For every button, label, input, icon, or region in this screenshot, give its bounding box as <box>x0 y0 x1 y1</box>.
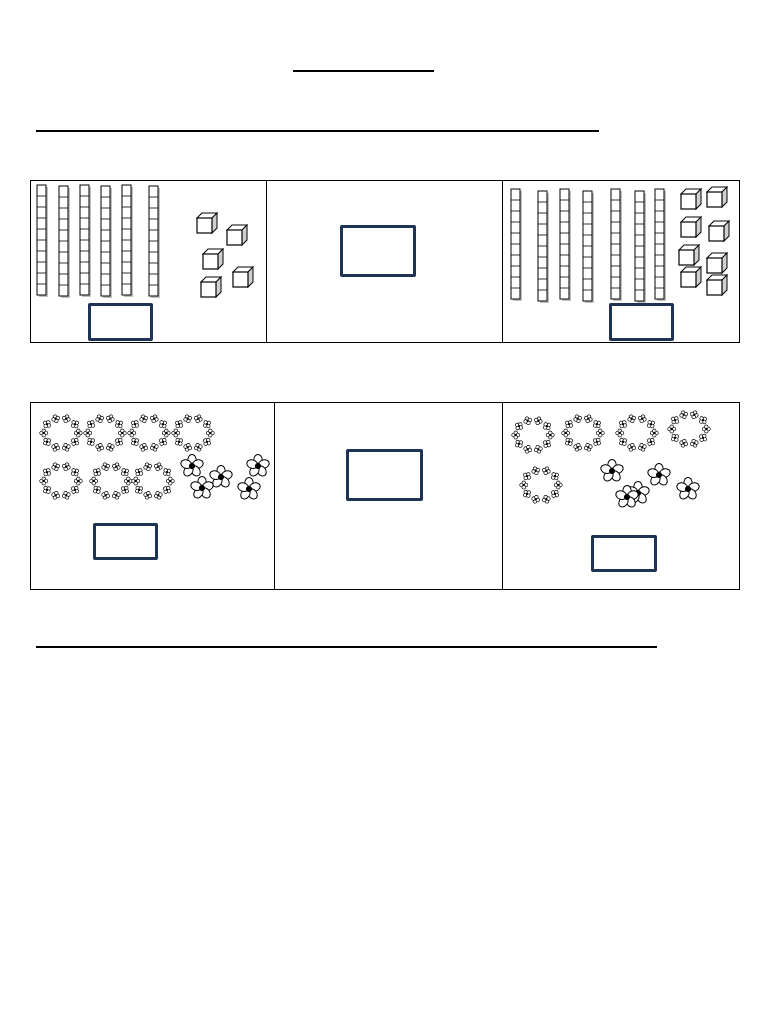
unit-cube-icon <box>679 265 702 289</box>
flower-ring-icon <box>127 414 171 452</box>
ten-rod-icon <box>537 190 549 303</box>
ten-rod-icon <box>510 188 522 301</box>
right-answer-box[interactable] <box>590 535 657 572</box>
flower-ring-icon <box>519 466 563 504</box>
comparison-row-blocks <box>30 180 740 343</box>
right-cell <box>501 403 739 589</box>
flower-ring-icon <box>83 414 127 452</box>
ten-rod-icon <box>610 188 622 301</box>
flower-ring-icon <box>171 414 215 452</box>
ten-rod-icon <box>148 185 160 298</box>
flower-ring-icon <box>561 414 605 452</box>
name-line <box>293 70 434 72</box>
flower-ring-icon <box>615 414 659 452</box>
flower-icon <box>180 453 204 477</box>
left-flowers-drawing <box>39 414 270 500</box>
instruction-line <box>36 130 599 132</box>
left-answer-box[interactable] <box>93 523 158 560</box>
ten-rod-icon <box>36 184 48 297</box>
unit-cube-icon <box>225 223 249 247</box>
unit-cube-icon <box>705 185 728 209</box>
comparison-row-flowers <box>30 402 740 590</box>
ten-rod-icon <box>654 188 666 301</box>
ten-rod-icon <box>634 190 646 303</box>
unit-cube-icon <box>707 219 730 243</box>
compare-answer-box[interactable] <box>340 225 417 277</box>
ten-rod-icon <box>58 185 70 298</box>
flower-icon <box>600 458 624 482</box>
unit-cube-icon <box>677 243 700 267</box>
unit-cube-icon <box>199 275 223 299</box>
flower-ring-icon <box>511 416 555 454</box>
unit-cube-icon <box>195 211 219 235</box>
right-answer-box[interactable] <box>608 303 674 341</box>
flower-icon <box>209 464 233 488</box>
right-cell <box>501 181 739 342</box>
flower-ring-icon <box>131 462 175 500</box>
flower-ring-icon <box>39 462 83 500</box>
flower-ring-icon <box>667 410 711 448</box>
flower-icon <box>647 462 671 486</box>
flower-icon <box>246 453 270 477</box>
unit-cube-icon <box>231 265 255 289</box>
flower-icon <box>615 484 639 508</box>
ten-rod-icon <box>582 190 594 303</box>
left-answer-box[interactable] <box>88 303 153 341</box>
left-cell <box>31 403 274 589</box>
ten-rod-icon <box>100 185 112 298</box>
flower-icon <box>190 475 214 499</box>
middle-cell <box>266 181 501 342</box>
unit-cube-icon <box>705 273 728 297</box>
compare-answer-box[interactable] <box>346 449 424 501</box>
right-blocks-drawing <box>510 185 730 303</box>
ten-rod-icon <box>559 188 571 301</box>
middle-cell <box>274 403 501 589</box>
left-blocks-drawing <box>36 184 255 299</box>
unit-cube-icon <box>705 251 728 275</box>
unit-cube-icon <box>679 187 702 211</box>
flower-icon <box>676 476 700 500</box>
flower-ring-icon <box>89 462 133 500</box>
right-flowers-drawing <box>511 410 711 508</box>
left-cell <box>31 181 266 342</box>
ten-rod-icon <box>79 184 91 297</box>
answer-line <box>36 646 657 648</box>
unit-cube-icon <box>201 247 225 271</box>
unit-cube-icon <box>679 215 702 239</box>
ten-rod-icon <box>121 184 133 297</box>
flower-ring-icon <box>39 414 83 452</box>
flower-icon <box>237 476 261 500</box>
